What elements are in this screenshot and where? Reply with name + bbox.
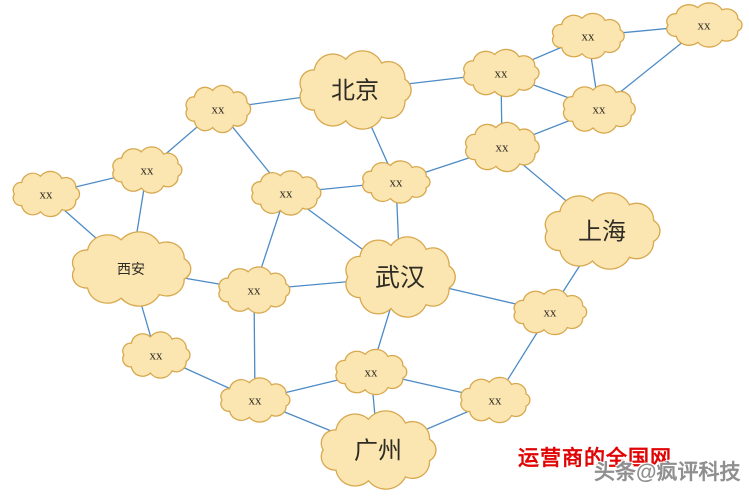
cloud-node-xx-ne2 (667, 3, 742, 47)
node-label-xx-n2: xx (593, 102, 607, 117)
node-label-xx-s2: xx (249, 393, 263, 408)
node-label-xx-ne1: xx (582, 29, 596, 44)
cloud-node-xx-c1 (252, 171, 321, 215)
cloud-node-xx-e1 (514, 289, 587, 334)
nodes-layer (13, 3, 742, 489)
node-label-xx-ne2: xx (698, 18, 712, 33)
cloud-node-xx-nw (186, 85, 251, 132)
cloud-node-wuhan (346, 237, 455, 317)
cloud-node-guangzhou (321, 411, 436, 489)
watermark-toutiao-fengping-tech: 头条@疯评科技 (594, 461, 741, 484)
cloud-node-beijing (300, 51, 411, 129)
cloud-node-xx-sw1 (123, 332, 190, 378)
node-label-xx-e1: xx (544, 305, 558, 320)
node-label-wuhan: 武汉 (375, 264, 425, 292)
node-label-xx-w2: xx (40, 187, 54, 202)
node-label-xx-n3: xx (496, 140, 510, 155)
cloud-node-xx-s1 (336, 349, 407, 394)
node-label-xx-n1: xx (495, 66, 509, 81)
node-label-beijing: 北京 (331, 77, 379, 104)
cloud-node-xx-w1 (113, 147, 182, 193)
cloud-node-xx-n3 (466, 122, 539, 171)
cloud-node-xx-w2 (13, 171, 79, 216)
node-label-xx-nw: xx (212, 102, 226, 117)
node-label-xx-c3: xx (248, 283, 262, 298)
node-label-shanghai: 上海 (578, 218, 626, 245)
node-label-xx-c2: xx (390, 175, 404, 190)
node-label-xx-s3: xx (489, 393, 503, 408)
node-label-xx-w1: xx (141, 163, 155, 178)
node-label-xx-sw1: xx (150, 348, 164, 363)
node-label-xx-s1: xx (365, 365, 379, 380)
node-label-guangzhou: 广州 (354, 437, 402, 464)
cloud-node-xx-n2 (564, 85, 636, 133)
cloud-node-xx-c2 (363, 161, 430, 203)
cloud-node-xian (73, 232, 191, 306)
cloud-node-xx-s3 (461, 377, 530, 422)
cloud-node-xx-n1 (464, 49, 539, 96)
cloud-node-xx-s2 (221, 378, 290, 422)
caption-operator-national-network: 运营商的全国网 (518, 446, 672, 470)
cloud-node-xx-ne1 (553, 13, 625, 58)
node-label-xian: 西安 (117, 262, 145, 278)
node-label-xx-c1: xx (280, 186, 294, 201)
cloud-node-xx-c3 (219, 267, 290, 313)
cloud-node-shanghai (545, 193, 660, 269)
